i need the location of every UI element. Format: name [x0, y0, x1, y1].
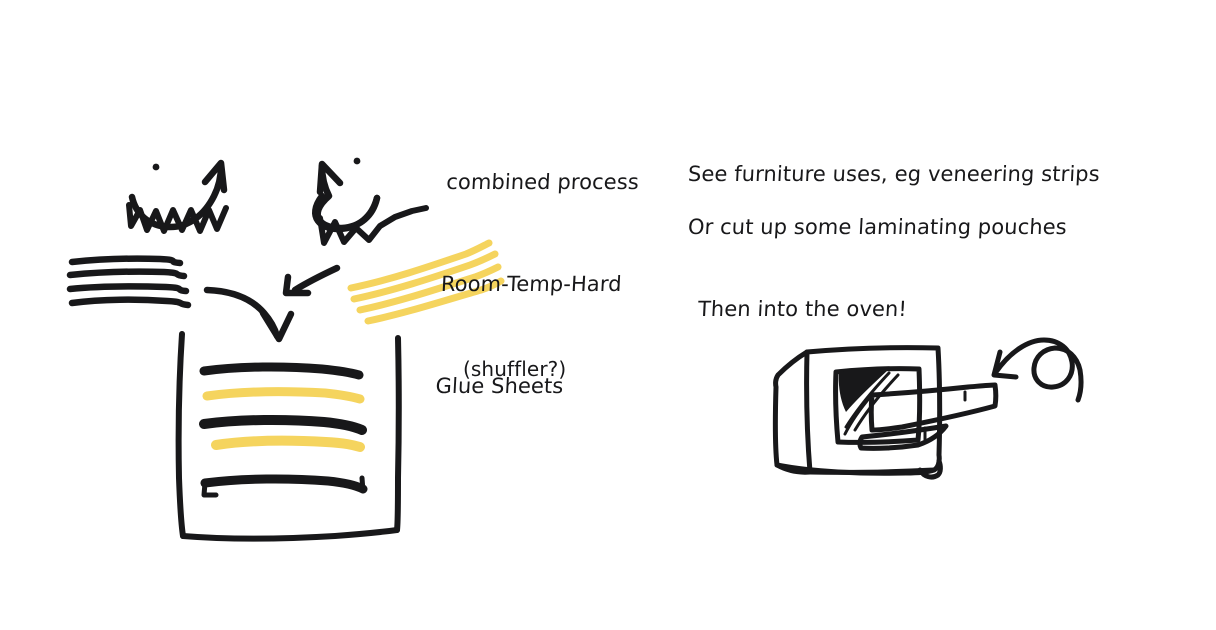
stack-row-black-3-tip [359, 475, 366, 494]
stack-row-black-3 [200, 474, 368, 494]
note-combined-process-line2: Room-Temp-Hard [440, 272, 623, 296]
stack-row-yellow-1 [202, 387, 365, 404]
stack-row-yellow-2 [211, 435, 365, 452]
note-shuffler: (shuffler?) [463, 357, 567, 381]
note-combined-process-line1: combined process [445, 170, 640, 194]
note-into-the-oven: Then into the oven! [697, 297, 908, 321]
stack-row-black-3-tail [201, 480, 219, 498]
oven-with-open-door [772, 345, 999, 480]
right-zigzag-squiggle [317, 205, 429, 246]
stack-row-group [199, 362, 368, 498]
stack-row-black-1 [199, 362, 364, 380]
assembled-alternating-stack-box [175, 331, 402, 542]
stack-row-black-2 [199, 414, 367, 435]
right-curved-arrow-up [312, 157, 381, 233]
black-sheet-stack [66, 255, 192, 309]
converging-arrows-into-stack [203, 264, 341, 343]
note-combined-process: combined process Room-Temp-Hard Glue She… [431, 97, 643, 471]
looping-arrow-into-oven [991, 337, 1084, 403]
note-laminating-pouches: Or cut up some laminating pouches [687, 215, 1068, 239]
yellow-glue-sheet-stack [347, 239, 505, 325]
left-curved-arrow-up [128, 159, 228, 231]
note-furniture-uses: See furniture uses, eg veneering strips [687, 162, 1101, 186]
